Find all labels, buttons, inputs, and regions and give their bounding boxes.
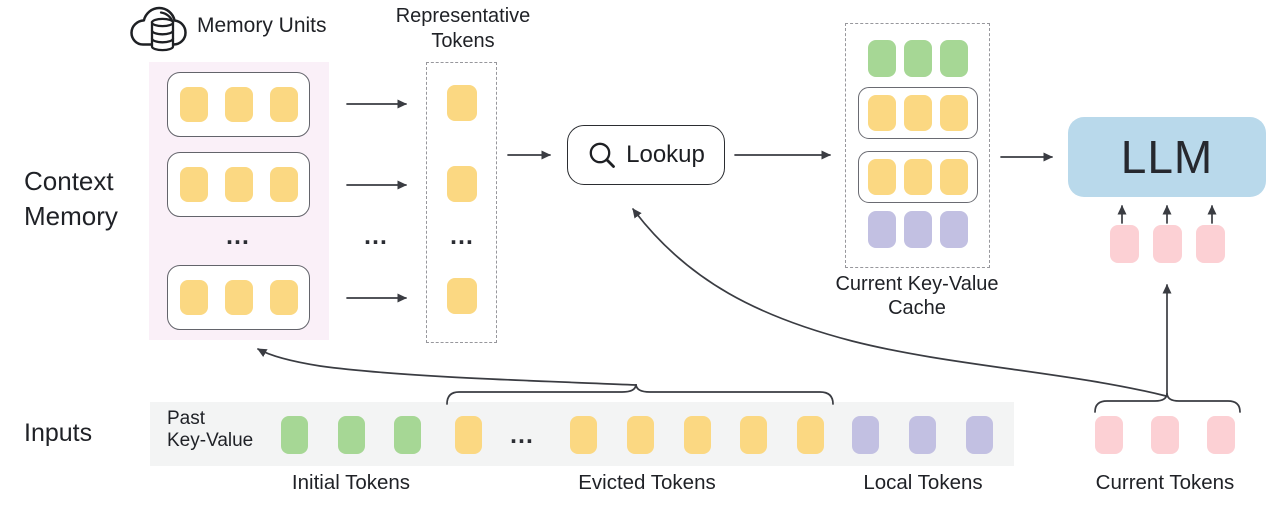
token bbox=[797, 416, 825, 454]
token bbox=[909, 416, 936, 454]
token bbox=[269, 87, 298, 122]
token bbox=[867, 159, 896, 195]
memory-units-label: Memory Units bbox=[197, 14, 327, 37]
token bbox=[1151, 416, 1179, 454]
current-tokens-group bbox=[1095, 416, 1235, 454]
cloud-database-icon bbox=[126, 3, 192, 55]
current-tokens-brace bbox=[1094, 392, 1241, 413]
evicted-ellipsis: … bbox=[509, 420, 535, 449]
current-tokens-label: Current Tokens bbox=[1095, 471, 1235, 494]
memory-unit-box bbox=[167, 265, 310, 330]
token bbox=[394, 416, 421, 454]
token bbox=[269, 167, 298, 202]
memory-ellipsis: … bbox=[225, 221, 251, 250]
token bbox=[867, 211, 896, 248]
llm-current-input-tokens bbox=[1110, 225, 1225, 263]
cache-local-tokens bbox=[867, 211, 968, 248]
evicted-tokens-brace bbox=[446, 383, 834, 405]
cache-memory-unit-box bbox=[857, 87, 978, 139]
token bbox=[903, 95, 932, 131]
token bbox=[939, 211, 968, 248]
lookup-button: Lookup bbox=[567, 125, 725, 185]
cache-initial-tokens bbox=[867, 40, 968, 77]
cache-memory-unit-box bbox=[857, 151, 978, 203]
token bbox=[939, 159, 968, 195]
token bbox=[224, 167, 253, 202]
local-tokens-group bbox=[852, 416, 993, 454]
inputs-label: Inputs bbox=[24, 419, 93, 447]
local-tokens-label: Local Tokens bbox=[863, 471, 983, 494]
token bbox=[852, 416, 879, 454]
current-kv-cache-box bbox=[845, 23, 990, 268]
token bbox=[1196, 225, 1225, 263]
lookup-label: Lookup bbox=[626, 141, 705, 168]
token bbox=[281, 416, 308, 454]
llm-label: LLM bbox=[1120, 131, 1214, 183]
token bbox=[867, 95, 896, 131]
arrow-evicted-to-context-memory bbox=[257, 348, 637, 386]
representative-token bbox=[447, 278, 477, 314]
token bbox=[455, 416, 482, 454]
initial-tokens-label: Initial Tokens bbox=[291, 471, 411, 494]
token bbox=[903, 211, 932, 248]
token bbox=[966, 416, 993, 454]
evicted-tokens-head bbox=[455, 416, 482, 454]
representative-tokens-label: Representative Tokens bbox=[395, 5, 531, 52]
token bbox=[939, 40, 968, 77]
token bbox=[179, 87, 208, 122]
token bbox=[626, 416, 654, 454]
token bbox=[224, 280, 253, 315]
context-memory-label: Context Memory bbox=[24, 166, 118, 231]
llm-box: LLM bbox=[1068, 117, 1266, 197]
evicted-tokens-label: Evicted Tokens bbox=[578, 471, 716, 494]
arrows-ellipsis: … bbox=[363, 221, 389, 250]
memory-unit-box bbox=[167, 72, 310, 137]
token bbox=[224, 87, 253, 122]
token bbox=[337, 416, 365, 454]
representative-token bbox=[447, 166, 477, 202]
token bbox=[179, 280, 208, 315]
representative-tokens-box bbox=[426, 62, 497, 343]
representative-token bbox=[447, 85, 477, 121]
token bbox=[1207, 416, 1235, 454]
token bbox=[903, 159, 932, 195]
token bbox=[867, 40, 896, 77]
evicted-tokens-group bbox=[570, 416, 825, 454]
token bbox=[1095, 416, 1123, 454]
representative-ellipsis: … bbox=[449, 221, 475, 250]
token bbox=[903, 40, 932, 77]
token bbox=[1110, 225, 1139, 263]
past-key-value-label: Past Key-Value bbox=[167, 408, 254, 451]
token bbox=[570, 416, 597, 454]
token bbox=[447, 278, 477, 314]
memory-unit-box bbox=[167, 152, 310, 217]
token bbox=[740, 416, 768, 454]
token bbox=[179, 167, 208, 202]
current-kv-cache-label: Current Key-Value Cache bbox=[835, 273, 999, 319]
token bbox=[1153, 225, 1182, 263]
token bbox=[939, 95, 968, 131]
token bbox=[447, 166, 477, 202]
token bbox=[269, 280, 298, 315]
initial-tokens-group bbox=[281, 416, 421, 454]
token bbox=[447, 85, 477, 121]
search-icon bbox=[587, 140, 617, 170]
token bbox=[683, 416, 711, 454]
